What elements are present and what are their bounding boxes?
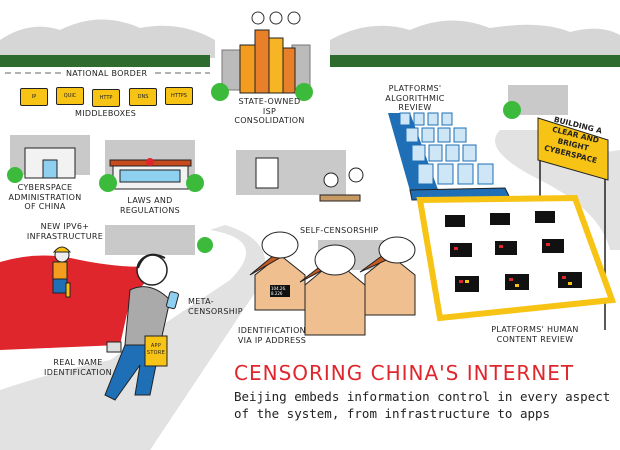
walking-person: [104, 253, 179, 401]
isp-buildings: [211, 11, 313, 101]
self-censorship-scene: [236, 150, 364, 202]
label-line: PLATFORMS' HUMAN: [491, 325, 579, 334]
middlebox-https: HTTPS: [165, 87, 193, 105]
middlebox-http: HTTP: [92, 89, 120, 107]
label-line: IDENTIFICATION: [44, 367, 112, 377]
treeline-left: [0, 55, 210, 67]
self-censorship-label: SELF-CENSORSHIP: [300, 226, 379, 235]
ipv6-label: NEW IPV6+INFRASTRUCTURE: [25, 222, 105, 241]
subtitle-line-2: of the system, from infrastructure to ap…: [234, 406, 551, 421]
national-border-label: NATIONAL BORDER: [62, 69, 152, 79]
label-line: NEW IPV6+: [40, 222, 90, 231]
mountains-left: [0, 19, 215, 58]
city-left: [7, 135, 204, 192]
road: [0, 225, 266, 450]
label-line: CONTENT REVIEW: [496, 334, 574, 344]
label-line: VIA IP ADDRESS: [237, 335, 307, 345]
middleboxes-label: MIDDLEBOXES: [75, 109, 137, 118]
page-title: CENSORING CHINA'S INTERNET: [234, 361, 575, 385]
label-line: ALGORITHMIC REVIEW: [385, 93, 445, 113]
isp-label-line: CONSOLIDATION: [234, 116, 305, 125]
algorithmic-review-servers: [388, 112, 511, 201]
human-review-desk: [416, 194, 617, 322]
isp-label-line: STATE-OWNED ISP: [238, 97, 301, 116]
middlebox-ip: IP: [20, 88, 48, 106]
label-line: APP: [150, 343, 162, 349]
label-line: IDENTIFICATION: [238, 326, 306, 335]
label-line: PLATFORMS': [388, 84, 442, 93]
label-line: STORE: [146, 350, 166, 356]
label-line: REGULATIONS: [119, 205, 181, 215]
mountains-right: [330, 20, 620, 58]
label-line: CYBERSPACE: [17, 183, 73, 192]
algorithmic-review-label: PLATFORMS'ALGORITHMIC REVIEW: [375, 84, 455, 113]
label-line: ADMINISTRATION: [8, 192, 82, 202]
label-line: META-: [188, 297, 214, 306]
middlebox-quic: QUIC: [56, 87, 84, 105]
label-line: OF CHINA: [24, 202, 66, 211]
meta-censorship-label: META-CENSORSHIP: [188, 297, 243, 316]
red-territory: [0, 255, 160, 350]
label-line: CENSORSHIP: [188, 306, 243, 316]
label-line: REAL NAME: [53, 358, 103, 367]
city-middle: [105, 225, 195, 255]
ip-address-screen: 104.26. 8.226: [270, 285, 290, 297]
construction-worker: [52, 246, 72, 298]
label-line: INFRASTRUCTURE: [26, 231, 104, 241]
subtitle-line-1: Beijing embeds information control in ev…: [234, 389, 611, 404]
billboard: [537, 117, 609, 181]
houses: [249, 231, 416, 336]
treeline-right: [330, 55, 620, 67]
middlebox-dns: DNS: [129, 88, 157, 106]
label-line: LAWS AND: [127, 196, 173, 205]
